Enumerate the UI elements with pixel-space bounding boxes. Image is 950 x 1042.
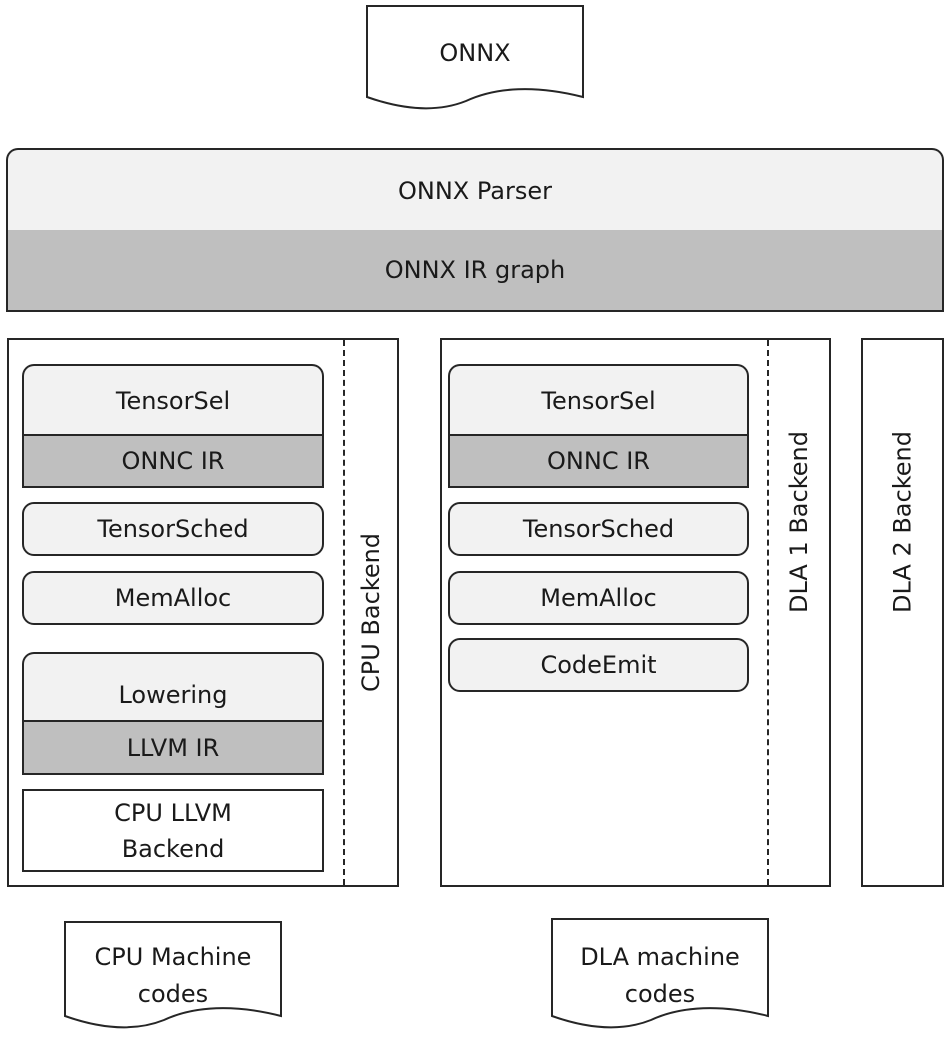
dla-machine-codes-line2: codes: [624, 980, 696, 1008]
document-shape: [366, 5, 584, 110]
dla1-tensorsel: TensorSel: [448, 364, 749, 436]
dla1-onnc-ir: ONNC IR: [448, 434, 749, 488]
cpu-tensorsched: TensorSched: [22, 502, 324, 556]
dla1-codeemit: CodeEmit: [448, 638, 749, 692]
dla-machine-codes-line1: DLA machine: [580, 943, 740, 971]
onnx-document-label: ONNX: [439, 38, 511, 67]
dla-machine-codes-label: DLA machine codes: [551, 937, 769, 1015]
onnx-ir-graph: ONNX IR graph: [6, 230, 944, 312]
dla1-backend-title: DLA 1 Backend: [785, 431, 813, 613]
cpu-machine-codes-line1: CPU Machine: [94, 943, 252, 971]
onnx-document: ONNX: [366, 5, 584, 110]
cpu-machine-codes-document: CPU Machine codes: [64, 921, 282, 1029]
cpu-llvm-backend: CPU LLVM Backend: [22, 789, 324, 872]
dla-machine-codes-document: DLA machine codes: [551, 918, 769, 1029]
cpu-backend-divider: [343, 340, 345, 885]
dla1-backend-divider: [767, 340, 769, 885]
cpu-machine-codes-line2: codes: [137, 980, 209, 1008]
dla1-memalloc: MemAlloc: [448, 571, 749, 625]
dla1-tensorsched: TensorSched: [448, 502, 749, 556]
cpu-tensorsel: TensorSel: [22, 364, 324, 436]
cpu-lowering-group: Lowering LLVM IR: [22, 652, 324, 775]
cpu-tensorsel-group: TensorSel ONNC IR: [22, 364, 324, 488]
cpu-llvm-backend-line1: CPU LLVM: [114, 798, 232, 827]
cpu-llvm-ir: LLVM IR: [22, 720, 324, 775]
dla1-tensorsel-group: TensorSel ONNC IR: [448, 364, 749, 488]
cpu-llvm-backend-line2: Backend: [121, 834, 225, 863]
dla2-backend-title: DLA 2 Backend: [888, 431, 917, 613]
cpu-onnc-ir: ONNC IR: [22, 434, 324, 488]
onnx-parser: ONNX Parser: [6, 148, 944, 232]
cpu-memalloc: MemAlloc: [22, 571, 324, 625]
document-shape: [551, 918, 769, 1029]
cpu-backend-title: CPU Backend: [357, 532, 385, 693]
cpu-machine-codes-label: CPU Machine codes: [64, 937, 282, 1015]
document-shape: [64, 921, 282, 1029]
cpu-lowering: Lowering: [22, 652, 324, 722]
dla2-backend-panel: [861, 338, 944, 887]
